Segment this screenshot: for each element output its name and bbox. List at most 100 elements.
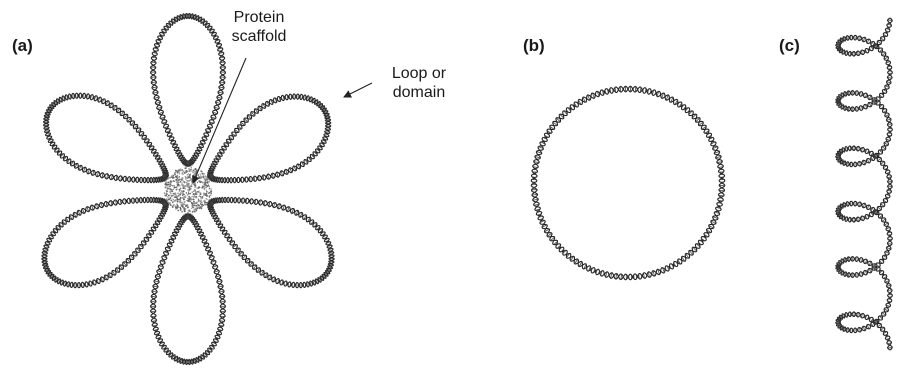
base-pair-rung	[163, 27, 168, 31]
base-pair-rung	[214, 217, 218, 221]
base-pair-rung	[836, 322, 840, 324]
base-pair-rung	[872, 43, 876, 46]
base-pair-rung	[859, 258, 861, 262]
base-pair-rung	[96, 278, 99, 284]
scaffold-speckle	[194, 202, 196, 204]
base-pair-rung	[49, 234, 54, 238]
scaffold-speckle	[164, 186, 167, 188]
base-pair-rung	[841, 216, 843, 219]
base-pair-rung	[177, 226, 180, 229]
base-pair-rung	[197, 228, 201, 232]
base-pair-rung	[157, 37, 162, 40]
base-pair-rung	[142, 136, 147, 140]
scaffold-speckle	[170, 192, 172, 195]
scaffold-speckle	[203, 188, 206, 191]
base-pair-rung	[879, 149, 883, 154]
scaffold-speckle	[191, 191, 194, 194]
base-pair-rung	[178, 154, 183, 159]
base-pair-rung	[191, 219, 197, 223]
scaffold-speckle	[183, 170, 185, 172]
base-pair-rung	[859, 202, 861, 207]
base-pair-rung	[221, 228, 225, 232]
base-pair-rung	[869, 41, 871, 44]
base-pair-rung	[838, 95, 842, 99]
base-pair-rung	[167, 132, 171, 135]
base-pair-rung	[217, 285, 224, 288]
base-pair-rung	[887, 340, 890, 342]
base-pair-rung	[164, 253, 167, 256]
base-pair-rung	[174, 356, 178, 361]
base-pair-rung	[319, 229, 323, 233]
base-pair-rung	[310, 220, 314, 225]
dna-strand	[42, 92, 170, 184]
base-pair-rung	[869, 151, 872, 155]
scaffold-speckle	[169, 181, 171, 184]
scaffold-speckle	[203, 192, 205, 195]
scaffold-speckle	[171, 190, 174, 193]
base-pair-rung	[882, 329, 885, 332]
base-pair-rung	[879, 104, 883, 108]
scaffold-speckle	[174, 199, 176, 201]
base-pair-rung	[307, 159, 310, 162]
scaffold-speckle	[189, 192, 191, 195]
base-pair-rung	[316, 148, 321, 152]
base-pair-rung	[718, 166, 724, 168]
base-pair-rung	[328, 251, 334, 254]
base-pair-rung	[175, 227, 180, 230]
scaffold-speckle	[190, 199, 192, 201]
scaffold-speckle	[185, 192, 188, 194]
dna-strand	[41, 196, 170, 289]
base-pair-rung	[209, 168, 215, 171]
base-pair-rung	[207, 349, 211, 353]
base-pair-rung	[49, 104, 55, 109]
base-pair-rung	[267, 174, 270, 180]
base-pair-rung	[684, 107, 689, 112]
base-pair-rung	[312, 222, 315, 226]
base-pair-rung	[43, 250, 47, 252]
base-pair-rung	[861, 50, 863, 55]
base-pair-rung	[531, 194, 538, 196]
base-pair-rung	[317, 277, 321, 283]
base-pair-rung	[164, 123, 167, 126]
base-pair-rung	[48, 236, 53, 240]
base-pair-rung	[169, 238, 174, 242]
base-pair-rung	[201, 140, 206, 143]
base-pair-rung	[158, 340, 163, 343]
base-pair-rung	[259, 199, 261, 205]
scaffold-speckle	[193, 196, 195, 198]
base-pair-rung	[56, 149, 60, 153]
base-pair-rung	[165, 249, 169, 252]
base-pair-rung	[864, 49, 868, 53]
scaffold-speckle	[207, 195, 209, 197]
base-pair-rung	[869, 213, 872, 217]
base-pair-rung	[864, 215, 868, 219]
scaffold-speckle	[205, 178, 207, 180]
base-pair-rung	[90, 281, 93, 285]
base-pair-rung	[324, 113, 330, 117]
base-pair-rung	[283, 281, 286, 285]
base-pair-rung	[54, 147, 59, 152]
base-pair-rung	[207, 128, 211, 131]
base-pair-rung	[840, 37, 844, 43]
scaffold-speckle	[179, 209, 182, 211]
scaffold-speckle	[163, 192, 166, 194]
base-pair-rung	[161, 198, 165, 204]
base-pair-rung	[216, 280, 222, 283]
scaffold-speckle	[205, 184, 208, 187]
scaffold-speckle	[182, 190, 185, 193]
base-pair-rung	[717, 204, 722, 207]
scaffold-speckle	[172, 175, 174, 178]
base-pair-rung	[643, 273, 645, 279]
base-pair-rung	[716, 161, 723, 164]
base-pair-rung	[179, 358, 183, 364]
base-pair-rung	[52, 231, 56, 235]
base-pair-rung	[219, 225, 223, 228]
base-pair-rung	[224, 233, 229, 237]
base-pair-rung	[186, 161, 189, 167]
base-pair-rung	[282, 205, 285, 211]
base-pair-rung	[60, 281, 62, 284]
base-pair-rung	[307, 156, 312, 161]
base-pair-rung	[638, 274, 640, 279]
base-pair-rung	[293, 165, 297, 171]
base-pair-rung	[866, 204, 870, 210]
